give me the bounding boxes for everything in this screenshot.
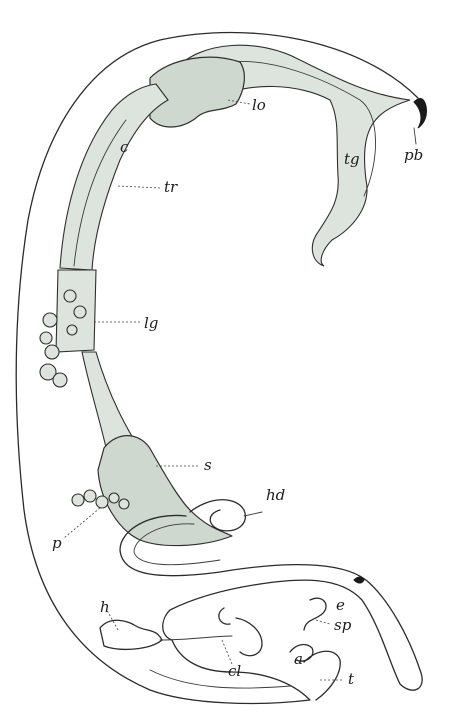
label-s: s bbox=[204, 456, 212, 474]
leader-cl bbox=[222, 640, 232, 664]
region-sp bbox=[304, 598, 326, 630]
spot-marker bbox=[354, 577, 364, 583]
label-tr: tr bbox=[164, 178, 178, 196]
label-tg: tg bbox=[344, 150, 360, 168]
label-lo: lo bbox=[252, 96, 266, 114]
label-lg: lg bbox=[144, 314, 158, 332]
label-h: h bbox=[100, 598, 110, 616]
trachea-tube bbox=[60, 84, 168, 270]
lobe-lo bbox=[150, 57, 244, 127]
h-duct bbox=[160, 636, 232, 640]
label-hd: hd bbox=[266, 486, 285, 504]
label-a: a bbox=[294, 650, 303, 668]
label-pb: pb bbox=[404, 146, 423, 164]
pb-tip bbox=[414, 99, 427, 128]
pb-stem bbox=[414, 128, 416, 144]
label-t: t bbox=[348, 670, 355, 688]
leader-p bbox=[64, 508, 100, 538]
leader-tr bbox=[118, 186, 160, 188]
body-outline-inner bbox=[150, 670, 290, 688]
leader-sp bbox=[316, 620, 330, 624]
label-c: c bbox=[120, 138, 129, 156]
label-sp: sp bbox=[334, 616, 352, 634]
label-cl: cl bbox=[228, 662, 241, 680]
region-h bbox=[100, 620, 162, 649]
stomach-s bbox=[98, 436, 232, 546]
duct-hd-line bbox=[244, 512, 262, 516]
label-p: p bbox=[52, 534, 62, 552]
label-e: e bbox=[336, 596, 345, 614]
